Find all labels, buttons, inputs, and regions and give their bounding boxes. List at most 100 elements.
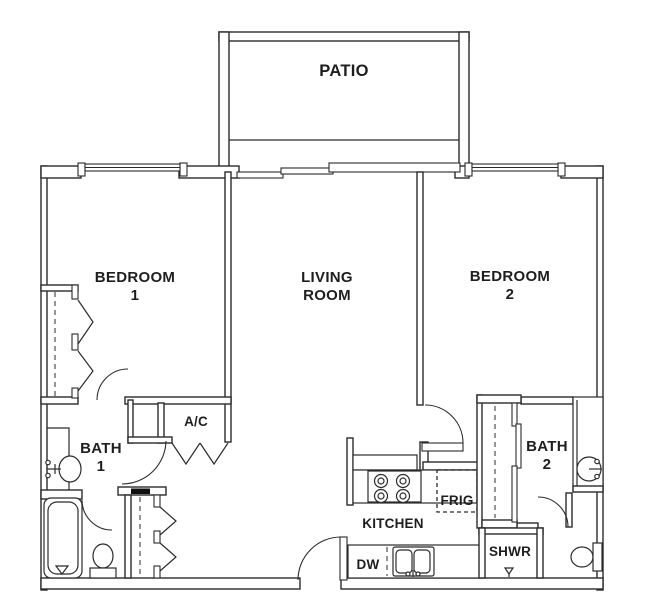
- wall-bed1-bottom: [40, 396, 79, 405]
- wall-bed2-bottom: [520, 396, 574, 405]
- patio-wall-top: [218, 31, 470, 42]
- closet2-top-wall: [476, 394, 522, 404]
- wall-frig-top: [422, 461, 480, 471]
- closet-foyer-jamb3: [153, 565, 161, 579]
- closet2-left-wall: [476, 394, 483, 529]
- stove-burners: [373, 473, 411, 504]
- closet-bedroom1: [40, 284, 94, 399]
- ac-closet: A/C: [171, 414, 229, 466]
- bath1-toilet-bowl: [92, 543, 114, 569]
- refrigerator-label: FRIG: [440, 493, 473, 508]
- exterior-walls: [40, 162, 604, 591]
- wall-ac-top: [124, 396, 232, 405]
- bedroom1-label-line1: BEDROOM: [95, 269, 175, 286]
- room-labels: BEDROOM 1 LIVING ROOM BEDROOM 2 BATH 1 B…: [80, 268, 568, 475]
- wall-top-seg1: [40, 165, 82, 179]
- window-bedroom2: [464, 162, 566, 177]
- ac-bifold-door-2: [199, 442, 229, 466]
- closet-foyer-jamb1: [153, 494, 161, 508]
- patio-wall-left: [218, 31, 230, 173]
- bath2-toilet-bowl: [570, 546, 594, 568]
- door-entry-leaf: [339, 536, 348, 581]
- ac-bifold-door-1: [171, 442, 201, 466]
- bathtub-inner: [47, 501, 79, 575]
- wall-top-seg4: [560, 165, 604, 179]
- shower-top-wall: [478, 527, 544, 535]
- door-bedroom2-hall: [424, 404, 464, 444]
- shower-drain: [503, 567, 515, 576]
- interior-walls: [40, 171, 574, 532]
- door-bath1-hall: [121, 440, 167, 485]
- kitchen-label: KITCHEN: [362, 516, 423, 531]
- kitchen-sink-basin-right: [413, 549, 431, 574]
- wall-right: [596, 165, 604, 591]
- bedroom2-label-line1: BEDROOM: [470, 268, 550, 285]
- patio: PATIO: [218, 31, 470, 173]
- kitchen-faucet-handle-2: [415, 571, 421, 577]
- closet1-jamb-bottom: [71, 387, 79, 399]
- wall-bed1-living: [224, 171, 232, 443]
- living-label-line2: ROOM: [303, 287, 351, 304]
- bath2-label-line2: 2: [543, 456, 552, 473]
- door-bath1-inner: [81, 499, 113, 531]
- closet1-jamb-mid: [71, 333, 79, 351]
- bath1-toilet-tank: [89, 567, 117, 579]
- black-bar: [131, 488, 150, 494]
- closet1-bifold-door-2: [77, 350, 94, 392]
- closet-foyer-door-1: [159, 506, 177, 536]
- closet-foyer-door-2: [159, 542, 177, 572]
- closet-foyer: [124, 494, 177, 579]
- bath1-sink: [58, 455, 82, 483]
- bath1-faucet-handle-1: [45, 459, 51, 466]
- kitchen-sink-basin-left: [395, 549, 413, 574]
- shower-stall: SHWR: [478, 527, 544, 579]
- kitchen: FRIG KITCHEN DW: [347, 454, 481, 579]
- refrigerator: [436, 469, 478, 513]
- bedroom1-label-line2: 1: [131, 287, 140, 304]
- closet-foyer-left: [124, 494, 132, 579]
- closet-bath2: [476, 394, 522, 529]
- shower-right-wall: [536, 527, 544, 579]
- bath2-fixtures: [570, 396, 604, 572]
- bath2-faucet-handle-1: [594, 458, 600, 465]
- door-bath2: [537, 496, 569, 528]
- shower-label: SHWR: [489, 544, 531, 559]
- closet1-bifold-door-1: [77, 299, 94, 345]
- wall-ac-bottom: [127, 436, 173, 444]
- bath2-toilet-tank: [592, 542, 603, 572]
- wall-kitchen-left: [346, 437, 354, 506]
- wall-bottom-right: [340, 577, 604, 590]
- bath2-vanity-bottom-wall: [572, 485, 604, 493]
- closet2-slider-panel: [515, 423, 522, 469]
- patio-wall-right: [458, 31, 470, 173]
- bath1-label-line2: 1: [97, 458, 106, 475]
- door-entry: [297, 536, 342, 581]
- kitchen-faucet-handle-1: [405, 571, 411, 577]
- bath2-label-line1: BATH: [526, 438, 568, 455]
- doors: [81, 368, 569, 581]
- closet1-jamb-top: [71, 284, 79, 300]
- closet-foyer-jamb2: [153, 530, 161, 544]
- wall-living-bed2: [416, 171, 424, 406]
- patio-slider: [236, 162, 461, 179]
- wall-bottom-left: [40, 577, 301, 590]
- bath2-faucet-handle-2: [594, 473, 600, 480]
- kitchen-passthrough-counter: [352, 454, 418, 471]
- window-bedroom1: [77, 162, 188, 177]
- dishwasher-label: DW: [357, 557, 380, 572]
- door-bedroom2-leaf: [421, 442, 464, 452]
- living-label-line1: LIVING: [301, 269, 353, 286]
- closet2-right-seg1: [511, 402, 518, 427]
- bath1-fixtures: [43, 427, 117, 579]
- closet2-right-seg2: [511, 465, 518, 523]
- bathtub-drain: [54, 565, 70, 575]
- shower-left-wall: [478, 527, 486, 579]
- bedroom2-label-line2: 2: [506, 286, 515, 303]
- bath1-label-line1: BATH: [80, 440, 122, 457]
- door-bedroom1: [96, 368, 129, 401]
- bath1-faucet-handle-2: [45, 472, 51, 479]
- wall-bath2-stub: [565, 492, 573, 528]
- patio-label: PATIO: [319, 62, 368, 80]
